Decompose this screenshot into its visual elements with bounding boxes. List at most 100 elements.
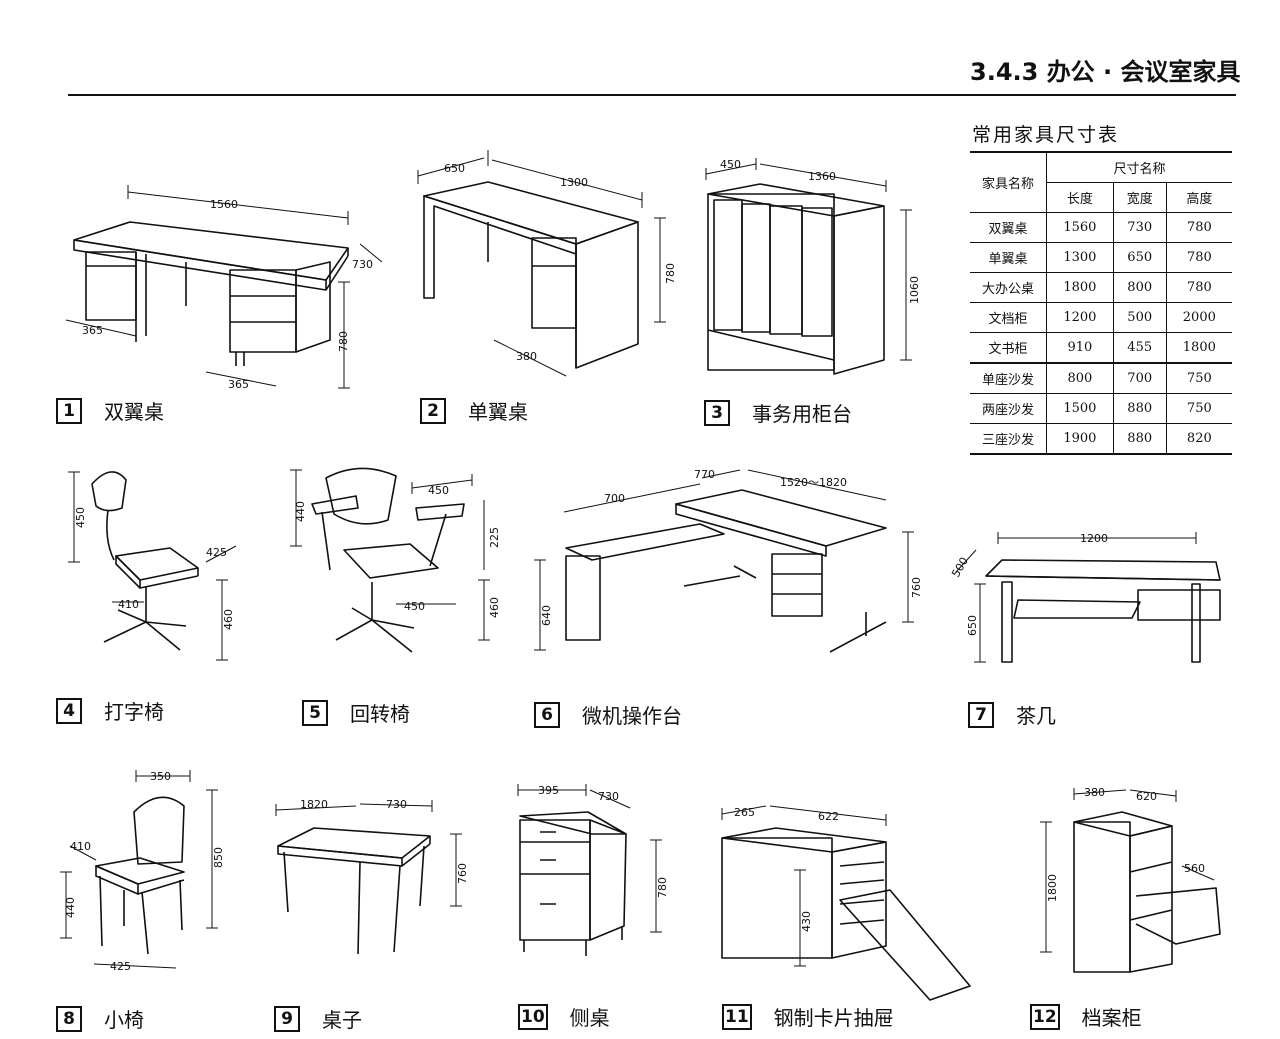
drawing-single-pedestal-desk [417,150,666,377]
caption-item-2: 2 单翼桌 [420,396,528,425]
item-label: 小椅 [104,1008,144,1032]
dim-label: 1060 [908,276,921,304]
row-width: 880 [1112,423,1167,455]
dim-label: 560 [1184,862,1205,875]
caption-item-11: 11 钢制卡片抽屉 [722,1002,894,1031]
drawing-file-cabinet [1040,788,1221,973]
drawing-side-desk [517,784,662,956]
dim-label: 410 [70,840,91,853]
row-length: 910 [1046,332,1114,364]
item-label: 档案柜 [1081,1006,1142,1030]
row-length: 1900 [1046,423,1114,455]
row-name: 单翼桌 [970,242,1047,273]
row-height: 820 [1165,423,1232,455]
row-width: 880 [1112,393,1167,424]
row-length: 1500 [1046,393,1114,424]
caption-item-6: 6 微机操作台 [534,700,682,729]
item-number: 1 [56,397,82,424]
row-length: 800 [1046,362,1114,394]
dim-label: 1800 [1046,874,1059,902]
dim-label: 650 [444,162,465,175]
dim-label: 365 [82,324,103,337]
dim-label: 425 [110,960,131,973]
dim-label: 380 [516,350,537,363]
row-height: 1800 [1165,332,1232,364]
dim-label: 1200 [1080,532,1108,545]
dim-label: 425 [206,546,227,559]
dim-label: 430 [800,911,813,932]
row-height: 750 [1165,393,1232,424]
dim-label: 440 [64,897,77,918]
dim-label: 1560 [210,198,238,211]
dim-label: 395 [538,784,559,797]
row-width: 700 [1112,362,1167,394]
item-number: 8 [56,1005,82,1032]
dim-label: 1300 [560,176,588,189]
drawing-small-chair [60,770,218,969]
item-number: 2 [420,397,446,424]
dim-label: 265 [734,806,755,819]
item-label: 茶几 [1016,704,1056,728]
caption-item-9: 9 桌子 [274,1004,362,1033]
table-title: 常用家具尺寸表 [972,124,1120,146]
row-height: 2000 [1165,302,1232,333]
dim-label: 700 [604,492,625,505]
item-number: 5 [302,699,328,726]
dim-label: 780 [337,331,350,352]
col-header-length: 长度 [1046,182,1114,213]
row-width: 730 [1112,212,1167,243]
drawing-typing-chair [68,471,237,661]
row-length: 1800 [1046,272,1114,303]
caption-item-5: 5 回转椅 [302,698,410,727]
drawing-computer-workstation [534,469,914,653]
dim-label: 1360 [808,170,836,183]
dim-label: 450 [720,158,741,171]
caption-item-1: 1 双翼桌 [56,396,164,425]
row-length: 1560 [1046,212,1114,243]
caption-item-7: 7 茶几 [968,700,1056,729]
item-label: 微机操作台 [582,704,682,728]
item-label: 侧桌 [569,1006,610,1030]
page-title: 3.4.3 办公 · 会议室家具 [970,58,1241,86]
drawing-counter-cabinet [705,158,912,375]
row-name: 单座沙发 [970,362,1047,394]
caption-item-10: 10 侧桌 [518,1002,610,1031]
drawing-steel-card-drawer [721,805,971,1001]
dim-label: 450 [74,507,87,528]
dim-label: 440 [294,501,307,522]
dim-label: 1820 [300,798,328,811]
dim-label: 622 [818,810,839,823]
col-header-height: 高度 [1165,182,1232,213]
item-number: 7 [968,701,994,728]
row-width: 455 [1112,332,1167,364]
item-number: 3 [704,399,730,426]
dim-label: 365 [228,378,249,391]
row-name: 大办公桌 [970,272,1047,303]
dim-label: 760 [910,577,923,598]
item-number: 4 [56,697,82,724]
dim-label: 730 [386,798,407,811]
row-width: 800 [1112,272,1167,303]
dim-label: 780 [664,263,677,284]
header-rule [68,94,1236,96]
row-width: 650 [1112,242,1167,273]
row-height: 780 [1165,242,1232,273]
item-number: 11 [722,1003,752,1030]
row-length: 1200 [1046,302,1114,333]
dim-label: 460 [488,597,501,618]
table-name-header: 家具名称 [970,152,1047,213]
drawing-tea-table [955,532,1221,663]
dim-label: 450 [428,484,449,497]
dim-label: 1520～1820 [780,476,847,489]
dim-label: 380 [1084,786,1105,799]
item-number: 12 [1030,1003,1060,1030]
dim-label: 780 [656,877,669,898]
